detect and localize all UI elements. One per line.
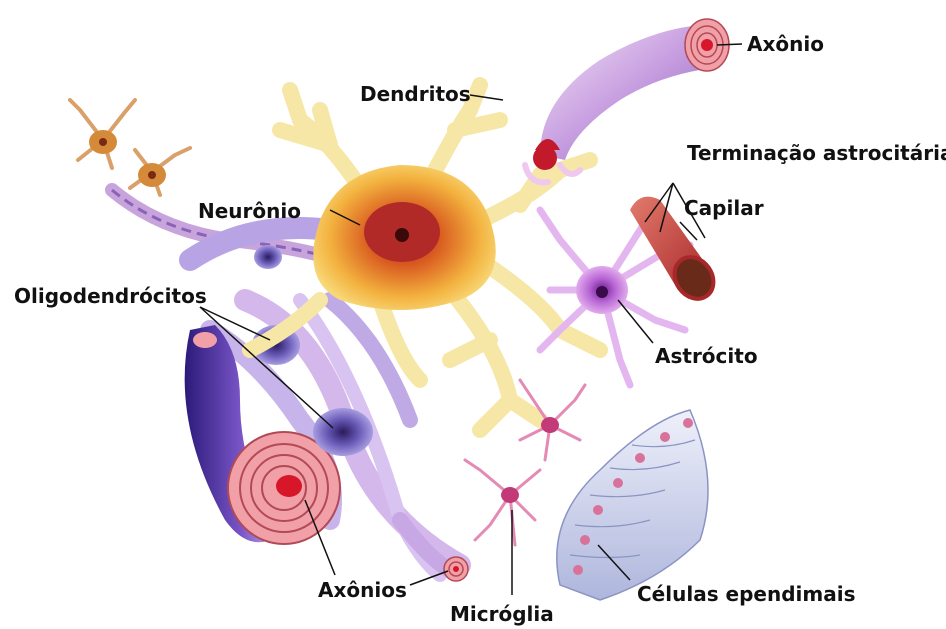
label-terminacao-astrocitaria: Terminação astrocitária <box>687 141 946 165</box>
label-capilar: Capilar <box>684 196 764 220</box>
label-astrocito: Astrócito <box>655 344 758 368</box>
label-axonio: Axônio <box>747 32 824 56</box>
label-celulas-ependimais: Células ependimais <box>637 582 856 606</box>
label-neuronio: Neurônio <box>198 199 301 223</box>
label-dendritos: Dendritos <box>360 82 471 106</box>
neuron-body-illustration <box>313 165 495 310</box>
label-oligodendrocitos: Oligodendrócitos <box>14 284 207 308</box>
label-axonios: Axônios <box>318 578 407 602</box>
label-microglia: Micróglia <box>450 602 554 626</box>
